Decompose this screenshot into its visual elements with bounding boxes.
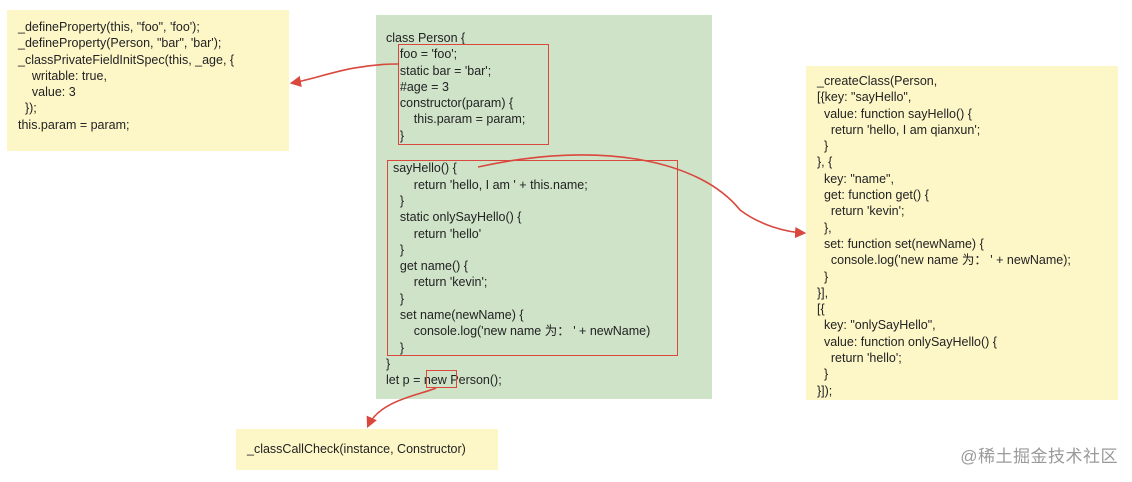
code-line: key: "onlySayHello", bbox=[817, 318, 936, 333]
code-line: set name(newName) { bbox=[386, 308, 524, 323]
code-line: return 'hello, I am qianxun'; bbox=[817, 122, 981, 137]
code-line: }); bbox=[18, 101, 37, 116]
code-line: console.log('new name 为： ' + newName); bbox=[817, 253, 1071, 268]
code-line: } bbox=[386, 356, 391, 371]
code-line: } bbox=[817, 367, 829, 382]
code-line bbox=[386, 144, 650, 160]
code-line: } bbox=[817, 269, 829, 284]
methods-highlight bbox=[387, 160, 678, 356]
code-line: return 'kevin'; bbox=[817, 204, 905, 219]
new-keyword-highlight bbox=[426, 370, 457, 388]
code-line: return 'hello' bbox=[386, 226, 482, 241]
code-line: key: "name", bbox=[817, 171, 894, 186]
fields-constructor-highlight bbox=[398, 44, 549, 145]
create-class-panel: _createClass(Person, [{key: "sayHello", v… bbox=[806, 66, 1118, 400]
code-line: }, { bbox=[817, 155, 833, 170]
code-line: class Person { bbox=[386, 31, 466, 45]
code-line: static bar = 'bar'; bbox=[386, 63, 492, 78]
code-line: _defineProperty(Person, "bar", 'bar'); bbox=[18, 36, 222, 51]
code-line: set: function set(newName) { bbox=[817, 236, 984, 251]
code-line: console.log('new name 为： ' + newName) bbox=[386, 324, 651, 339]
class-call-check-panel: _classCallCheck(instance, Constructor) bbox=[236, 429, 498, 470]
code-line: get: function get() { bbox=[817, 188, 929, 203]
code-line: }]); bbox=[817, 383, 833, 398]
fields-compiled-panel: _defineProperty(this, "foo", 'foo'); _def… bbox=[7, 10, 289, 151]
create-class-code: _createClass(Person, [{key: "sayHello", v… bbox=[817, 73, 1071, 399]
code-line: constructor(param) { bbox=[386, 96, 514, 111]
code-line: } bbox=[386, 128, 405, 143]
code-line: this.param = param; bbox=[386, 112, 526, 127]
code-line: [{key: "sayHello", bbox=[817, 90, 912, 105]
code-line: [{ bbox=[817, 302, 825, 317]
code-line: foo = 'foo'; bbox=[386, 47, 458, 62]
code-line: return 'kevin'; bbox=[386, 275, 488, 290]
code-line: _classPrivateFieldInitSpec(this, _age, { bbox=[18, 52, 235, 67]
code-line: value: function onlySayHello() { bbox=[817, 334, 997, 349]
code-line: _createClass(Person, bbox=[817, 74, 938, 88]
code-line: #age = 3 bbox=[386, 79, 449, 94]
code-line: _defineProperty(this, "foo", 'foo'); bbox=[18, 20, 200, 34]
code-line: } bbox=[386, 340, 405, 355]
code-line: } bbox=[386, 242, 405, 257]
code-line: get name() { bbox=[386, 259, 468, 274]
code-line: let p = new Person(); bbox=[386, 373, 502, 388]
code-line: this.param = param; bbox=[18, 117, 130, 132]
class-source-code: class Person { foo = 'foo'; static bar =… bbox=[386, 30, 650, 389]
code-line: }], bbox=[817, 285, 829, 300]
code-line: value: function sayHello() { bbox=[817, 106, 972, 121]
code-line: sayHello() { bbox=[386, 161, 457, 176]
class-call-check-text: _classCallCheck(instance, Constructor) bbox=[247, 442, 466, 456]
code-line: return 'hello'; bbox=[817, 351, 902, 366]
code-line: } bbox=[386, 193, 405, 208]
code-line: writable: true, bbox=[18, 68, 107, 83]
code-line: } bbox=[817, 139, 829, 154]
fields-compiled-code: _defineProperty(this, "foo", 'foo'); _def… bbox=[18, 19, 234, 133]
code-line: }, bbox=[817, 220, 832, 235]
code-line: value: 3 bbox=[18, 85, 76, 100]
watermark: @稀土掘金技术社区 bbox=[960, 447, 1118, 466]
code-line: } bbox=[386, 291, 405, 306]
